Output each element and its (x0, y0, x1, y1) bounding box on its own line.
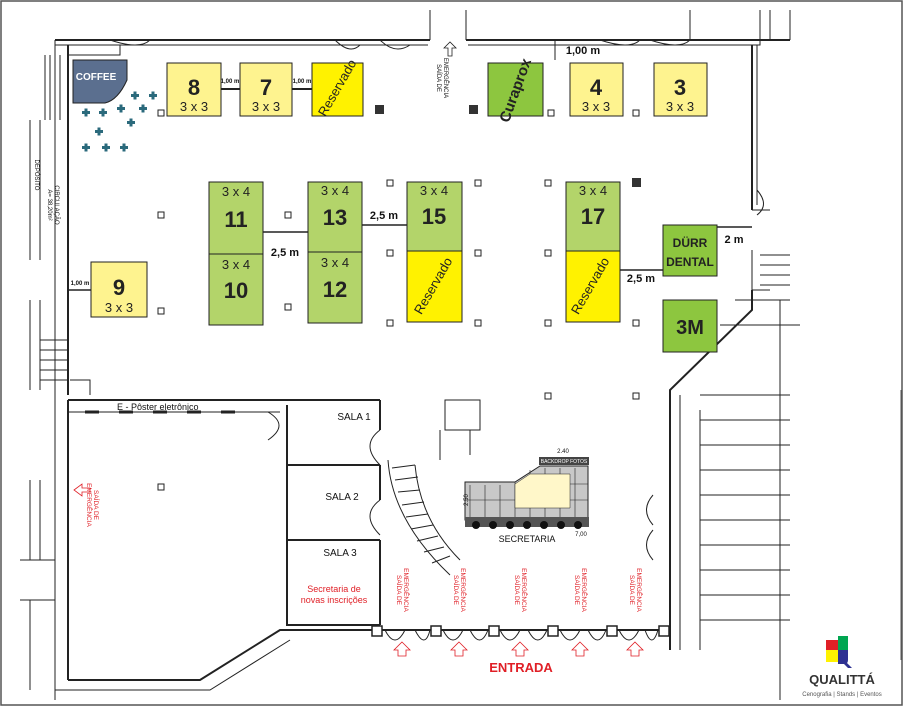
booth-coffee[interactable]: COFFEE (72, 59, 128, 104)
building-walls (20, 10, 800, 700)
svg-text:3 x 4: 3 x 4 (321, 183, 349, 198)
booth-15[interactable]: 3 x 4 15 (406, 181, 463, 252)
pillars (157, 105, 641, 491)
booth-curaprox[interactable]: Curaprox (487, 56, 544, 125)
svg-text:DÜRR: DÜRR (673, 235, 708, 250)
booth-10[interactable]: 3 x 4 10 (208, 253, 264, 326)
svg-text:7: 7 (260, 75, 272, 100)
exit-left[interactable]: SAÍDA DE EMERGÊNCIA (73, 483, 101, 528)
gap-label: 1,00 m (293, 79, 312, 85)
booth-11[interactable]: 3 x 4 11 (208, 181, 264, 255)
svg-text:SAÍDA DE: SAÍDA DE (628, 575, 637, 606)
secretaria-inscricoes-line2: novas inscrições (301, 595, 368, 605)
note-700: 7,00 (575, 532, 587, 538)
exit-bottom-5[interactable]: SAÍDA DE EMERGÊNCIA (626, 568, 644, 657)
svg-text:3 x 3: 3 x 3 (252, 99, 280, 114)
svg-text:SAÍDA DE: SAÍDA DE (573, 575, 582, 606)
svg-text:3: 3 (674, 75, 686, 100)
svg-text:SAÍDA DE: SAÍDA DE (92, 490, 101, 521)
svg-text:10: 10 (224, 278, 248, 303)
svg-text:EMERGÊNCIA: EMERGÊNCIA (635, 568, 644, 612)
circulation-label: CIRCULAÇÃO (53, 185, 60, 225)
svg-text:3 x 3: 3 x 3 (582, 99, 610, 114)
brand-name: QUALITTÁ (809, 672, 875, 687)
svg-text:SAÍDA DE: SAÍDA DE (395, 575, 404, 606)
exit-top[interactable]: SAÍDA DE EMERGÊNCIA (435, 41, 457, 98)
note-250: 2.50 (464, 494, 470, 506)
backdrop-label: BACKDROP FOTOS (541, 459, 588, 465)
booth-17[interactable]: 3 x 4 17 (565, 181, 621, 252)
svg-text:3 x 3: 3 x 3 (180, 99, 208, 114)
secretaria-desk[interactable]: BACKDROP FOTOS (464, 457, 589, 529)
svg-text:3 x 4: 3 x 4 (579, 183, 607, 198)
svg-text:EMERGÊNCIA: EMERGÊNCIA (580, 568, 589, 612)
svg-text:COFFEE: COFFEE (76, 72, 117, 83)
svg-text:SAÍDA DE: SAÍDA DE (452, 575, 461, 606)
svg-text:DENTAL: DENTAL (666, 255, 714, 269)
booth-reservado-top[interactable]: Reservado (311, 57, 364, 119)
svg-text:13: 13 (323, 205, 347, 230)
svg-text:15: 15 (422, 204, 446, 229)
booth-reservado-17[interactable]: Reservado (565, 250, 621, 323)
svg-text:4: 4 (590, 75, 603, 100)
qualitta-logo (826, 636, 852, 668)
svg-text:3 x 3: 3 x 3 (666, 99, 694, 114)
booth-4[interactable]: 4 3 x 3 (569, 62, 624, 117)
exit-bottom-1[interactable]: SAÍDA DE EMERGÊNCIA (393, 568, 411, 657)
svg-text:3M: 3M (676, 317, 704, 339)
booth-durr-dental[interactable]: DÜRR DENTAL (662, 224, 718, 277)
entrance-label: ENTRADA (489, 660, 553, 675)
svg-text:3 x 4: 3 x 4 (222, 184, 250, 199)
booth-13[interactable]: 3 x 4 13 (307, 181, 363, 253)
booth-3[interactable]: 3 3 x 3 (653, 62, 708, 117)
gap-label: 2,5 m (627, 273, 655, 285)
gap-label: 1,00 m (71, 281, 90, 287)
svg-text:8: 8 (188, 75, 200, 100)
svg-text:11: 11 (224, 207, 247, 232)
gap-label: 2,5 m (271, 247, 299, 259)
svg-text:EMERGÊNCIA: EMERGÊNCIA (459, 568, 468, 612)
svg-text:12: 12 (323, 277, 347, 302)
room-sala-3[interactable]: SALA 3 (323, 548, 357, 559)
booth-12[interactable]: 3 x 4 12 (307, 251, 363, 324)
circulation-area: A= 38,20m² (46, 189, 52, 220)
coffee-tables (82, 91, 157, 152)
svg-text:SAÍDA DE: SAÍDA DE (435, 64, 442, 92)
exit-bottom-2[interactable]: SAÍDA DE EMERGÊNCIA (450, 568, 468, 657)
svg-text:9: 9 (113, 275, 125, 300)
svg-text:EMERGÊNCIA: EMERGÊNCIA (442, 58, 450, 98)
brand-tagline: Cenografia | Stands | Eventos (802, 692, 882, 698)
secretaria-label: SECRETARIA (499, 534, 556, 544)
booth-reservado-15[interactable]: Reservado (406, 250, 463, 323)
room-sala-2[interactable]: SALA 2 (325, 492, 359, 503)
svg-text:3 x 3: 3 x 3 (105, 300, 133, 315)
room-sala-1[interactable]: SALA 1 (337, 412, 371, 423)
booth-9[interactable]: 9 3 x 3 (90, 261, 148, 318)
deposito-label: DEPÓSITO (33, 160, 40, 191)
svg-text:3 x 4: 3 x 4 (222, 257, 250, 272)
svg-text:EMERGÊNCIA: EMERGÊNCIA (85, 483, 94, 527)
booth-8[interactable]: 8 3 x 3 (166, 62, 222, 117)
gap-label: 1,00 m (566, 45, 600, 57)
exit-bottom-4[interactable]: SAÍDA DE EMERGÊNCIA (571, 568, 589, 657)
gap-label: 2 m (725, 234, 744, 246)
svg-text:EMERGÊNCIA: EMERGÊNCIA (520, 568, 529, 612)
booth-3m[interactable]: 3M (662, 299, 718, 353)
svg-text:17: 17 (581, 204, 605, 229)
entrance-doors[interactable] (371, 625, 670, 641)
poster-label: E - Pôster eletrônico (117, 402, 199, 412)
gap-label: 1,00 m (221, 79, 240, 85)
svg-text:SAÍDA DE: SAÍDA DE (513, 575, 522, 606)
booth-7[interactable]: 7 3 x 3 (239, 62, 293, 117)
secretaria-inscricoes-line1: Secretaria de (307, 584, 361, 594)
note-240: 2.40 (557, 449, 569, 455)
exit-bottom-3[interactable]: SAÍDA DE EMERGÊNCIA (511, 568, 529, 657)
svg-text:3 x 4: 3 x 4 (321, 255, 349, 270)
svg-text:EMERGÊNCIA: EMERGÊNCIA (402, 568, 411, 612)
svg-text:3 x 4: 3 x 4 (420, 183, 448, 198)
gap-label: 2,5 m (370, 210, 398, 222)
